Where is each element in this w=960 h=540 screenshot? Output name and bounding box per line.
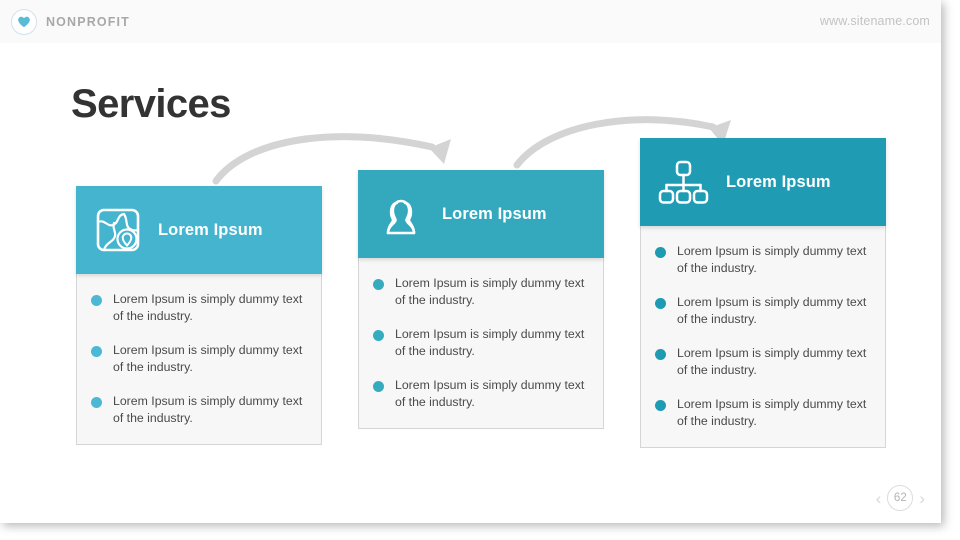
pager: ‹ 62 › (876, 485, 925, 511)
list-item-text: Lorem Ipsum is simply dummy text of the … (677, 295, 867, 326)
org-chart-icon (658, 157, 710, 207)
list-item-text: Lorem Ipsum is simply dummy text of the … (395, 327, 585, 358)
list-item: Lorem Ipsum is simply dummy text of the … (373, 275, 589, 309)
page-number: 62 (887, 485, 914, 511)
bullet-dot-icon (373, 381, 384, 392)
bullet-dot-icon (373, 279, 384, 290)
bullet-dot-icon (655, 349, 666, 360)
list-item: Lorem Ipsum is simply dummy text of the … (373, 377, 589, 411)
bullet-dot-icon (373, 330, 384, 341)
bullet-dot-icon (91, 295, 102, 306)
bullet-dot-icon (655, 247, 666, 258)
map-icon (94, 206, 142, 254)
list-item: Lorem Ipsum is simply dummy text of the … (373, 326, 589, 360)
brand-logo-group: NONPROFIT (11, 9, 130, 35)
prev-page-icon[interactable]: ‹ (875, 488, 882, 508)
bullet-dot-icon (91, 397, 102, 408)
page-title: Services (71, 82, 231, 126)
list-item: Lorem Ipsum is simply dummy text of the … (655, 243, 871, 277)
service-card-3-header: Lorem Ipsum (640, 138, 886, 226)
next-page-icon[interactable]: › (919, 488, 925, 508)
service-card-1-header: Lorem Ipsum (76, 186, 322, 274)
group-people-icon (376, 192, 426, 236)
list-item-text: Lorem Ipsum is simply dummy text of the … (113, 292, 303, 323)
bullet-dot-icon (655, 298, 666, 309)
service-card-2-heading: Lorem Ipsum (442, 204, 547, 223)
list-item-text: Lorem Ipsum is simply dummy text of the … (113, 394, 303, 425)
brand-name: NONPROFIT (46, 15, 130, 29)
list-item: Lorem Ipsum is simply dummy text of the … (91, 291, 307, 325)
list-item: Lorem Ipsum is simply dummy text of the … (91, 393, 307, 427)
list-item-text: Lorem Ipsum is simply dummy text of the … (677, 244, 867, 275)
bullet-dot-icon (655, 400, 666, 411)
list-item-text: Lorem Ipsum is simply dummy text of the … (395, 276, 585, 307)
list-item: Lorem Ipsum is simply dummy text of the … (655, 345, 871, 379)
service-card-2[interactable]: Lorem Ipsum Lorem Ipsum is simply dummy … (358, 170, 604, 429)
service-card-3[interactable]: Lorem Ipsum Lorem Ipsum is simply dummy … (640, 138, 886, 448)
site-url: www.sitename.com (819, 14, 930, 28)
list-item: Lorem Ipsum is simply dummy text of the … (655, 396, 871, 430)
list-item: Lorem Ipsum is simply dummy text of the … (91, 342, 307, 376)
service-card-1[interactable]: Lorem Ipsum Lorem Ipsum is simply dummy … (76, 186, 322, 445)
bullet-dot-icon (91, 346, 102, 357)
service-card-2-body: Lorem Ipsum is simply dummy text of the … (358, 258, 604, 429)
service-card-3-body: Lorem Ipsum is simply dummy text of the … (640, 226, 886, 448)
list-item-text: Lorem Ipsum is simply dummy text of the … (677, 346, 867, 377)
service-card-1-body: Lorem Ipsum is simply dummy text of the … (76, 274, 322, 445)
slide-header-bar: NONPROFIT www.sitename.com (0, 0, 941, 43)
service-card-2-header: Lorem Ipsum (358, 170, 604, 258)
arrow-head-1 (429, 139, 451, 164)
list-item: Lorem Ipsum is simply dummy text of the … (655, 294, 871, 328)
slide-canvas: NONPROFIT www.sitename.com Services (0, 0, 941, 511)
list-item-text: Lorem Ipsum is simply dummy text of the … (113, 343, 303, 374)
list-item-text: Lorem Ipsum is simply dummy text of the … (677, 397, 867, 428)
service-card-3-heading: Lorem Ipsum (726, 172, 831, 191)
list-item-text: Lorem Ipsum is simply dummy text of the … (395, 378, 585, 409)
heart-icon (11, 9, 37, 35)
service-card-1-heading: Lorem Ipsum (158, 220, 263, 239)
